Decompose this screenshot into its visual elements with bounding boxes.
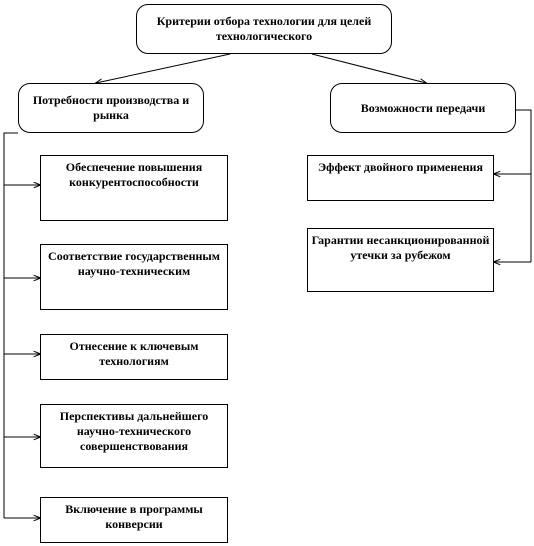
root-criteria-label: Критерии отбора технологии для целей тех… [156,14,372,43]
left-item-1: Обеспечение повышения конкурентоспособно… [40,155,228,221]
root-criteria-box: Критерии отбора технологии для целей тех… [136,4,392,54]
right-branch-box: Возможности передачи [330,83,516,133]
left-branch-label: Потребности производства и рынка [32,93,190,122]
left-trunk-line [3,132,18,518]
arrow-root-to-left [96,53,231,83]
right-item-2-label: Гарантии несанкционированной утечки за р… [311,233,490,262]
arrow-root-to-right [311,53,426,83]
left-item-2-label: Соответствие государственным научно-техн… [48,249,220,278]
right-item-2: Гарантии несанкционированной утечки за р… [307,228,494,292]
right-item-1: Эффект двойного применения [307,155,494,201]
left-item-4: Перспективы дальнейшего научно-техническ… [40,404,228,468]
left-branch-box: Потребности производства и рынка [18,83,204,133]
left-item-4-label: Перспективы дальнейшего научно-техническ… [59,409,209,453]
left-item-3-label: Отнесение к ключевым технологиям [69,339,199,368]
left-item-2: Соответствие государственным научно-техн… [40,244,228,310]
left-item-5: Включение в программы конверсии [40,497,228,543]
left-item-1-label: Обеспечение повышения конкурентоспособно… [65,160,203,189]
right-trunk-line [516,109,532,262]
left-item-3: Отнесение к ключевым технологиям [40,334,228,380]
right-item-1-label: Эффект двойного применения [318,160,483,174]
left-item-5-label: Включение в программы конверсии [65,502,203,531]
right-branch-label: Возможности передачи [360,100,486,115]
